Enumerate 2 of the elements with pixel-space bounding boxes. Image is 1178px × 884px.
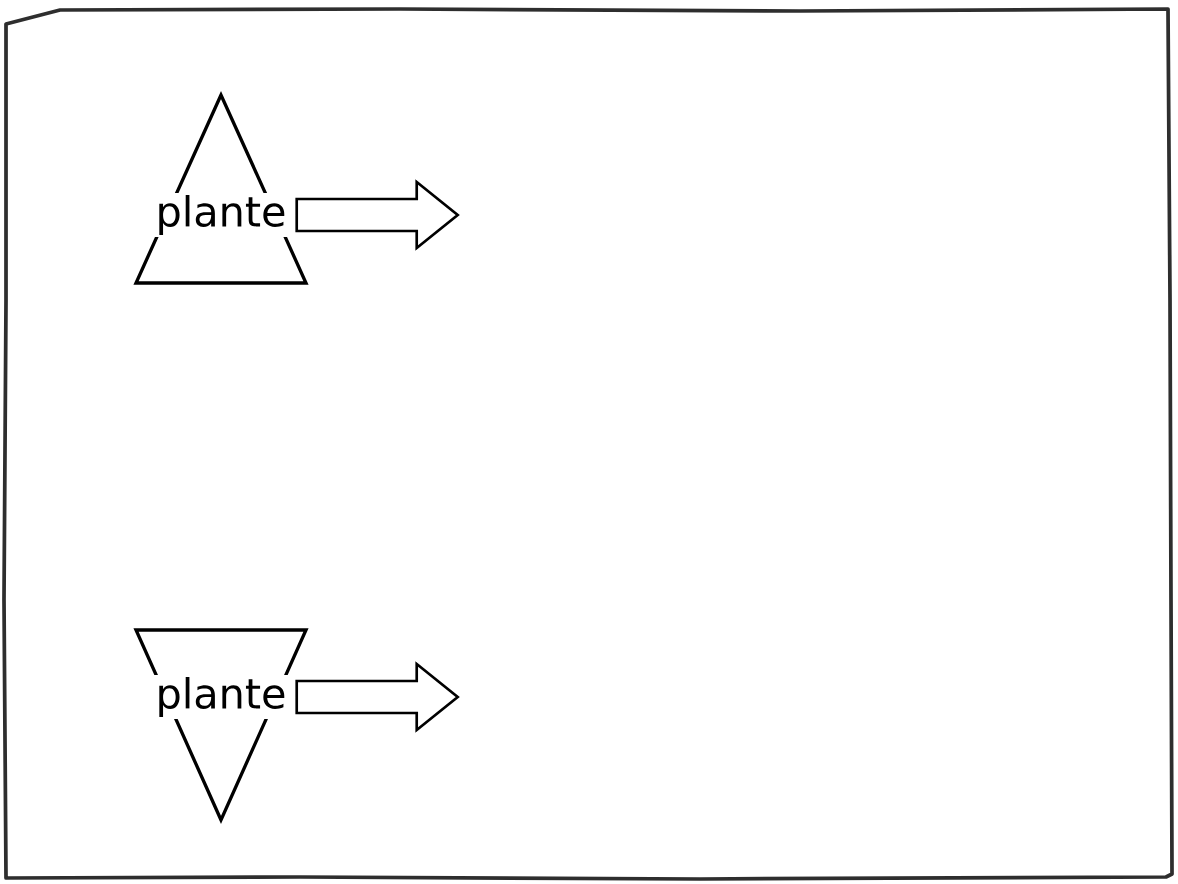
block-arrow (295, 179, 460, 251)
block-arrow (295, 661, 460, 733)
